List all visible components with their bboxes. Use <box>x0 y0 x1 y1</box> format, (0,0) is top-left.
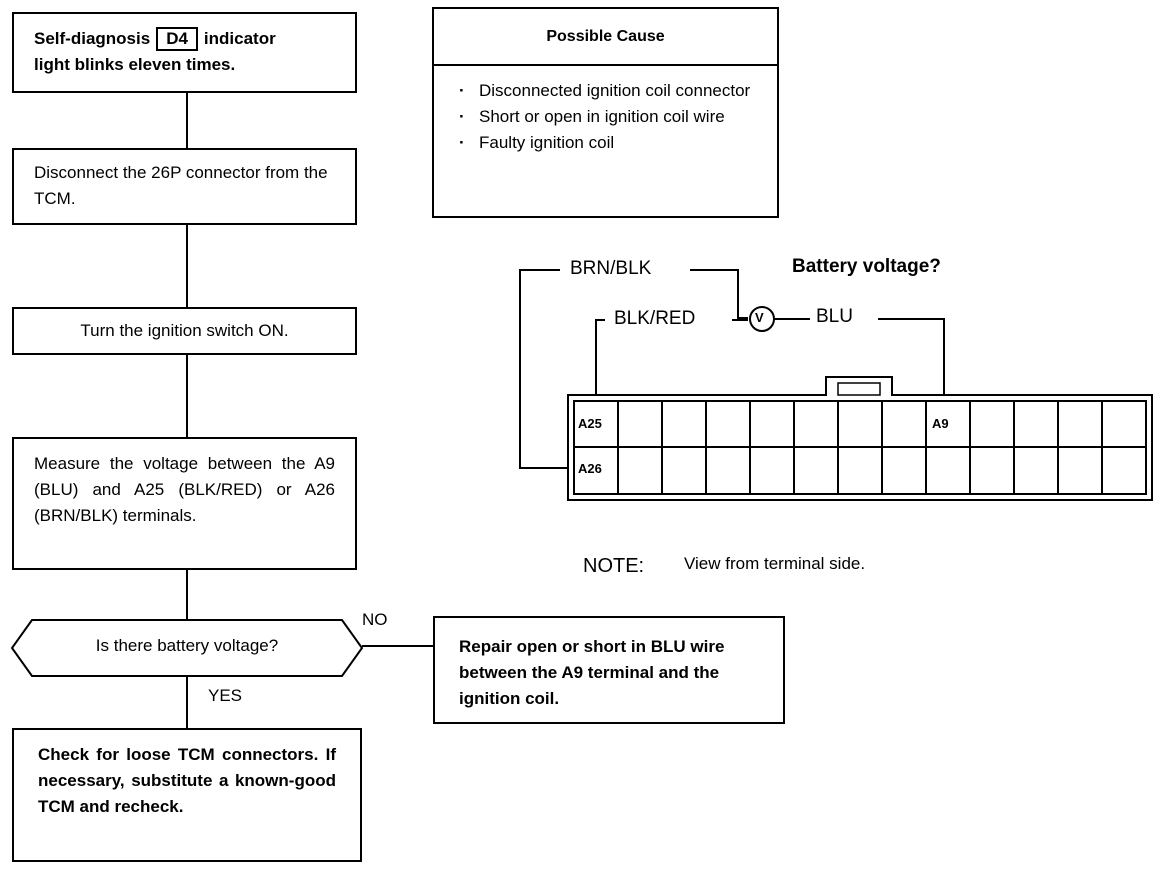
note-text: View from terminal side. <box>684 554 866 573</box>
voltmeter-label: V <box>755 310 764 325</box>
decision-text: Is there battery voltage? <box>95 636 279 655</box>
terminal-a26: A26 <box>578 461 602 476</box>
note-label: NOTE: <box>583 555 645 577</box>
step1-prefix: Self-diagnosis <box>34 29 151 48</box>
possible-cause-title: Possible Cause <box>434 9 777 66</box>
result-check-tcm: Check for loose TCM connectors. If neces… <box>12 728 362 862</box>
wire-brn-blk <box>519 269 568 469</box>
wire-brn-blk-right <box>690 269 748 319</box>
step-self-diagnosis: Self-diagnosis D4 indicator light blinks e… <box>12 12 357 93</box>
result-repair-wire: Repair open or short in BLU wire between… <box>433 616 785 724</box>
step-measure-voltage: Measure the voltage between the A9 (BLU)… <box>12 437 357 570</box>
terminal-a9: A9 <box>932 416 949 431</box>
step3-text: Turn the ignition switch ON. <box>80 321 289 340</box>
cause-item: Faulty ignition coil <box>434 130 757 156</box>
connector-cells <box>574 401 1146 494</box>
terminal-a25: A25 <box>578 416 602 431</box>
battery-voltage-question: Battery voltage? <box>792 256 941 277</box>
step2-text: Disconnect the 26P connector from the TC… <box>34 163 328 208</box>
step-disconnect-connector: Disconnect the 26P connector from the TC… <box>12 148 357 225</box>
no-label: NO <box>362 610 388 629</box>
d4-indicator-label: D4 <box>156 27 198 51</box>
no-result-text: Repair open or short in BLU wire between… <box>459 637 725 708</box>
decision-shape <box>10 619 364 677</box>
step-ignition-on: Turn the ignition switch ON. <box>12 307 357 355</box>
cause-item: Disconnected ignition coil connector <box>434 78 757 104</box>
step1-line2: light blinks eleven times. <box>34 55 236 74</box>
step1-suffix: indicator <box>203 29 276 48</box>
step4-text: Measure the voltage between the A9 (BLU)… <box>34 454 335 525</box>
wire-label-brn-blk: BRN/BLK <box>570 258 652 279</box>
decision-question: Is there battery voltage? <box>12 636 362 656</box>
yes-label: YES <box>208 686 243 705</box>
connector-latch <box>837 382 881 396</box>
possible-cause-list: Disconnected ignition coil connector Sho… <box>434 66 777 156</box>
cause-item: Short or open in ignition coil wire <box>434 104 757 130</box>
wire-blu <box>878 318 945 395</box>
wire-label-blk-red: BLK/RED <box>614 308 696 329</box>
possible-cause-box: Possible Cause Disconnected ignition coi… <box>432 7 779 218</box>
yes-result-text: Check for loose TCM connectors. If neces… <box>38 745 336 816</box>
wire-blk-red <box>595 319 605 395</box>
wire-label-blu: BLU <box>816 306 853 327</box>
